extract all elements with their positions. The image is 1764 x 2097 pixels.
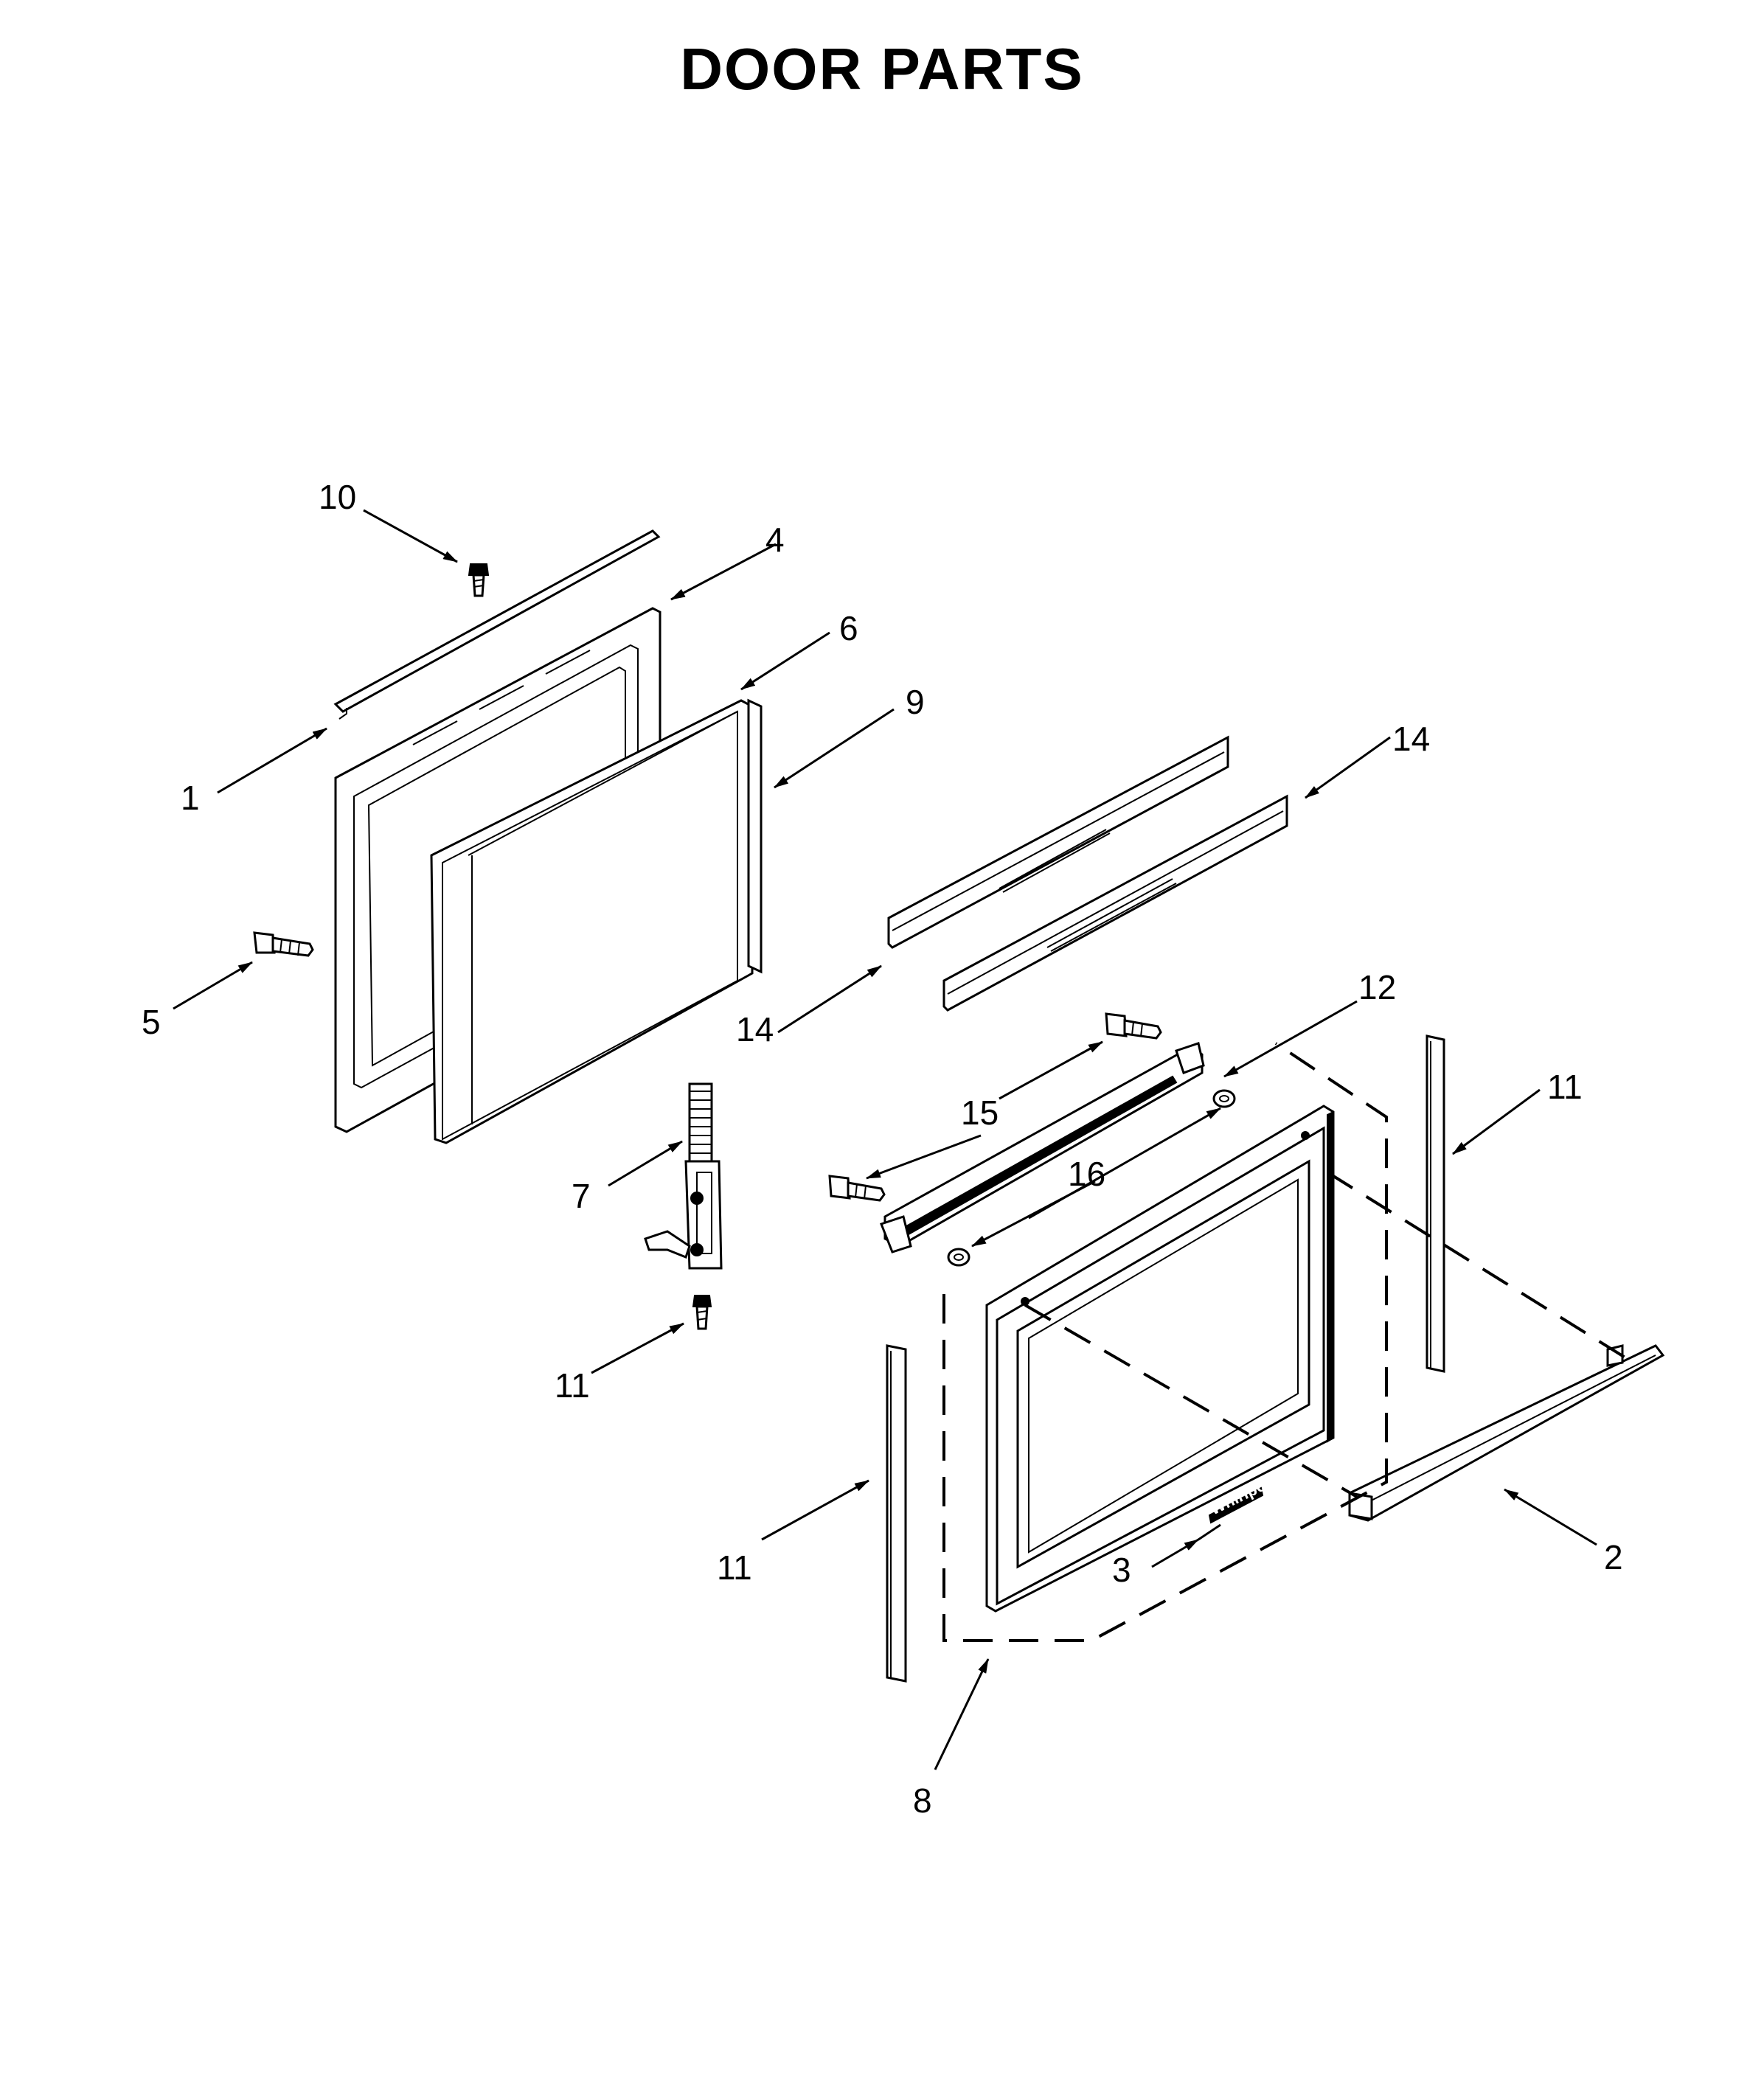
callout-2: 2	[1604, 1538, 1623, 1576]
door-top-trim	[333, 529, 661, 720]
callout-15: 15	[961, 1093, 999, 1132]
door-gasket-strip	[747, 698, 763, 974]
screw-icon	[468, 563, 490, 597]
screw-icon	[1105, 1012, 1162, 1040]
screw-icon	[253, 931, 314, 957]
callout-12: 11	[555, 1366, 590, 1405]
page-title: DOOR PARTS	[680, 36, 1084, 102]
door-hinge	[644, 1082, 723, 1270]
callout-5: 5	[142, 1003, 161, 1041]
callout-14b: 14	[736, 1010, 774, 1048]
callout-14a: 14	[1392, 720, 1430, 758]
callout-4: 4	[765, 521, 785, 559]
callout-7: 7	[572, 1177, 591, 1215]
door-glass-pack	[430, 699, 754, 1144]
callout-leaders	[173, 509, 1597, 1770]
screw-icon	[828, 1175, 886, 1202]
callout-11a: 11	[1547, 1068, 1583, 1106]
callout-8: 8	[913, 1781, 932, 1820]
hinge-bracket	[880, 1042, 1205, 1253]
callout-16: 16	[1068, 1155, 1105, 1193]
screw-icon	[692, 1295, 712, 1330]
door-channel-upper	[887, 735, 1229, 949]
assembly-outline	[942, 1042, 1631, 1642]
callout-6: 6	[839, 609, 858, 647]
door-side-trim-right	[1426, 1034, 1445, 1373]
callout-10: 10	[319, 478, 356, 516]
washer-icon	[947, 1248, 970, 1267]
door-channel-lower	[942, 794, 1288, 1012]
callout-3: 3	[1112, 1551, 1131, 1589]
washer-icon	[1212, 1089, 1236, 1108]
callout-13: 12	[1358, 968, 1396, 1006]
outer-door-panel: Whirlpool	[985, 1105, 1335, 1613]
door-handle	[1348, 1344, 1665, 1522]
callout-9: 9	[906, 683, 925, 721]
callout-labels: 10 4 6 9 1 14 5 14 12 15 11 16 7 11 11 3…	[142, 478, 1623, 1820]
door-side-trim-left	[886, 1344, 907, 1683]
callout-1: 1	[181, 779, 200, 817]
callout-11b: 11	[717, 1548, 752, 1587]
